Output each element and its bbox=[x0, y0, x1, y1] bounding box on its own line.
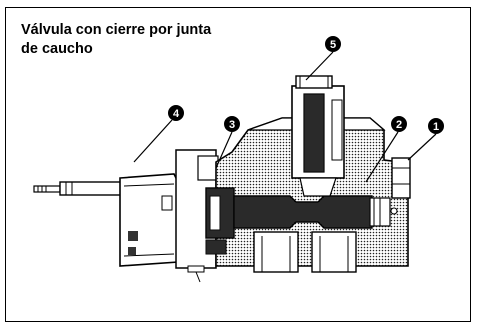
svg-text:1: 1 bbox=[433, 121, 439, 133]
pilot-valve bbox=[291, 75, 345, 197]
svg-text:3: 3 bbox=[229, 119, 235, 131]
svg-text:5: 5 bbox=[330, 39, 336, 51]
svg-text:4: 4 bbox=[173, 108, 180, 120]
callout-1: 1 bbox=[428, 118, 444, 134]
callout-4: 4 bbox=[168, 105, 184, 121]
lower-ports bbox=[253, 231, 357, 273]
wire-connector bbox=[33, 181, 127, 196]
figure-title-line-2: de caucho bbox=[21, 41, 93, 57]
callout-5: 5 bbox=[325, 36, 341, 52]
figure-title-line-1: Válvula con cierre por junta bbox=[21, 22, 212, 38]
svg-text:2: 2 bbox=[396, 119, 402, 131]
solenoid-coil bbox=[119, 173, 179, 267]
callout-2: 2 bbox=[391, 116, 407, 132]
valve-spool bbox=[205, 187, 391, 255]
figure-title: Válvula con cierre por junta de caucho bbox=[21, 21, 211, 59]
callout-3: 3 bbox=[224, 116, 240, 132]
leader-lines bbox=[133, 51, 437, 183]
